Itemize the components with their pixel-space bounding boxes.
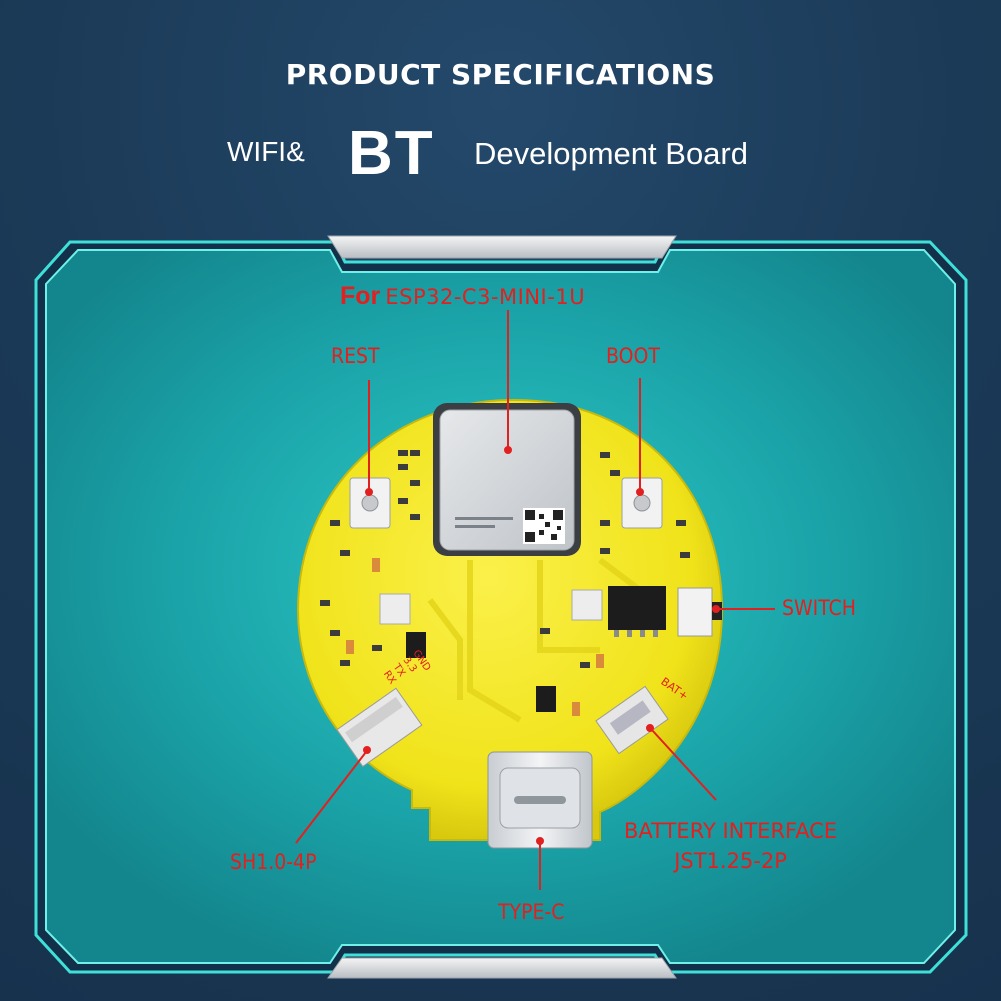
callout-lines (295, 310, 775, 890)
qr-code (523, 508, 565, 544)
subtitle-development-board: Development Board (474, 136, 748, 171)
module-label-model: ESP32-C3-MINI-1U (385, 285, 586, 309)
type-c-label: TYPE-C (498, 900, 565, 924)
module-label-for: For (340, 282, 381, 310)
page-title: PRODUCT SPECIFICATIONS (285, 58, 716, 91)
panel-bottom-tab (327, 957, 677, 979)
subtitle-wifi: WIFI& (227, 136, 305, 167)
slide-switch-part (677, 587, 722, 637)
boot-label: BOOT (606, 344, 660, 368)
rest-button-part (349, 477, 391, 529)
rest-label: REST (331, 344, 380, 368)
smd-components (320, 450, 690, 668)
battery-label-line1: BATTERY INTERFACE (624, 819, 838, 843)
switch-label: SWITCH (782, 596, 856, 620)
subtitle-bt: BT (348, 119, 435, 188)
power-ic (608, 586, 666, 630)
battery-connector-part (595, 685, 669, 755)
module-label: For ESP32-C3-MINI-1U (340, 282, 585, 311)
battery-label: BATTERY INTERFACE JST1.25-2P (624, 816, 837, 876)
pcb-board: GND 3.3 TX RX BAT+ (296, 398, 724, 849)
battery-label-line2: JST1.25-2P (674, 849, 787, 873)
usb-typec-part (487, 751, 593, 849)
sh-connector-part (336, 687, 423, 768)
boot-button-part (621, 477, 663, 529)
subtitle: WIFI& BT Development Board (0, 118, 1001, 188)
connector-label: SH1.0-4P (230, 850, 317, 874)
panel-top-tab (327, 235, 677, 259)
